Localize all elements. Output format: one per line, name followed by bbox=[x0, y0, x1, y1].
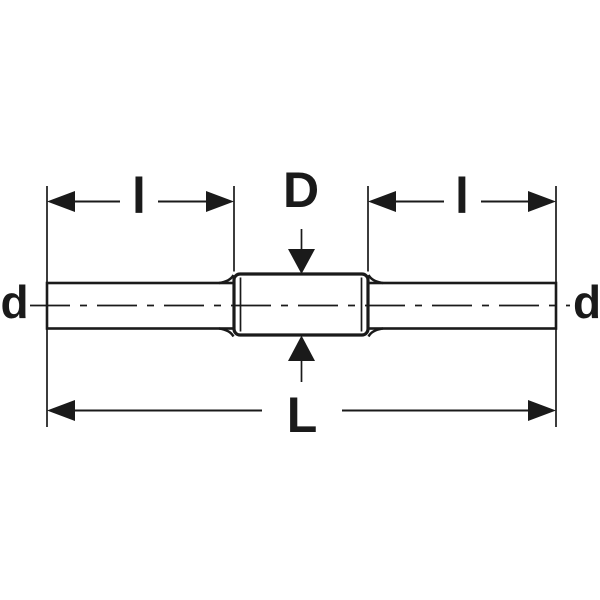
arrowhead-right-icon bbox=[206, 191, 234, 212]
dimension-l-right: l bbox=[368, 168, 556, 224]
arrowhead-down-icon bbox=[288, 249, 315, 274]
shoulder-curve-bottom-left bbox=[218, 327, 235, 338]
label-D: D bbox=[283, 162, 319, 218]
label-l-right: l bbox=[455, 168, 469, 224]
dimension-L: L bbox=[47, 387, 556, 443]
arrowhead-left-icon bbox=[368, 191, 396, 212]
extension-lines bbox=[46, 186, 557, 427]
arrowhead-up-icon bbox=[288, 335, 315, 361]
coupling-body bbox=[232, 272, 370, 337]
arrowhead-right-icon bbox=[528, 191, 556, 212]
label-l-left: l bbox=[132, 168, 146, 224]
dimension-D: D bbox=[283, 162, 319, 382]
arrowhead-left-icon bbox=[47, 191, 75, 212]
shoulder-curve-bottom-right bbox=[367, 327, 384, 338]
label-L: L bbox=[287, 387, 318, 443]
dimension-l-left: l bbox=[47, 168, 234, 224]
shoulder-curve-top-left bbox=[218, 274, 235, 285]
arrowhead-left-icon bbox=[47, 400, 75, 421]
label-d-right: d bbox=[573, 276, 600, 328]
label-d-left: d bbox=[0, 276, 28, 328]
shoulder-curve-top-right bbox=[367, 274, 384, 285]
pipe-shoulder-curves bbox=[218, 274, 384, 338]
arrowhead-right-icon bbox=[528, 400, 556, 421]
